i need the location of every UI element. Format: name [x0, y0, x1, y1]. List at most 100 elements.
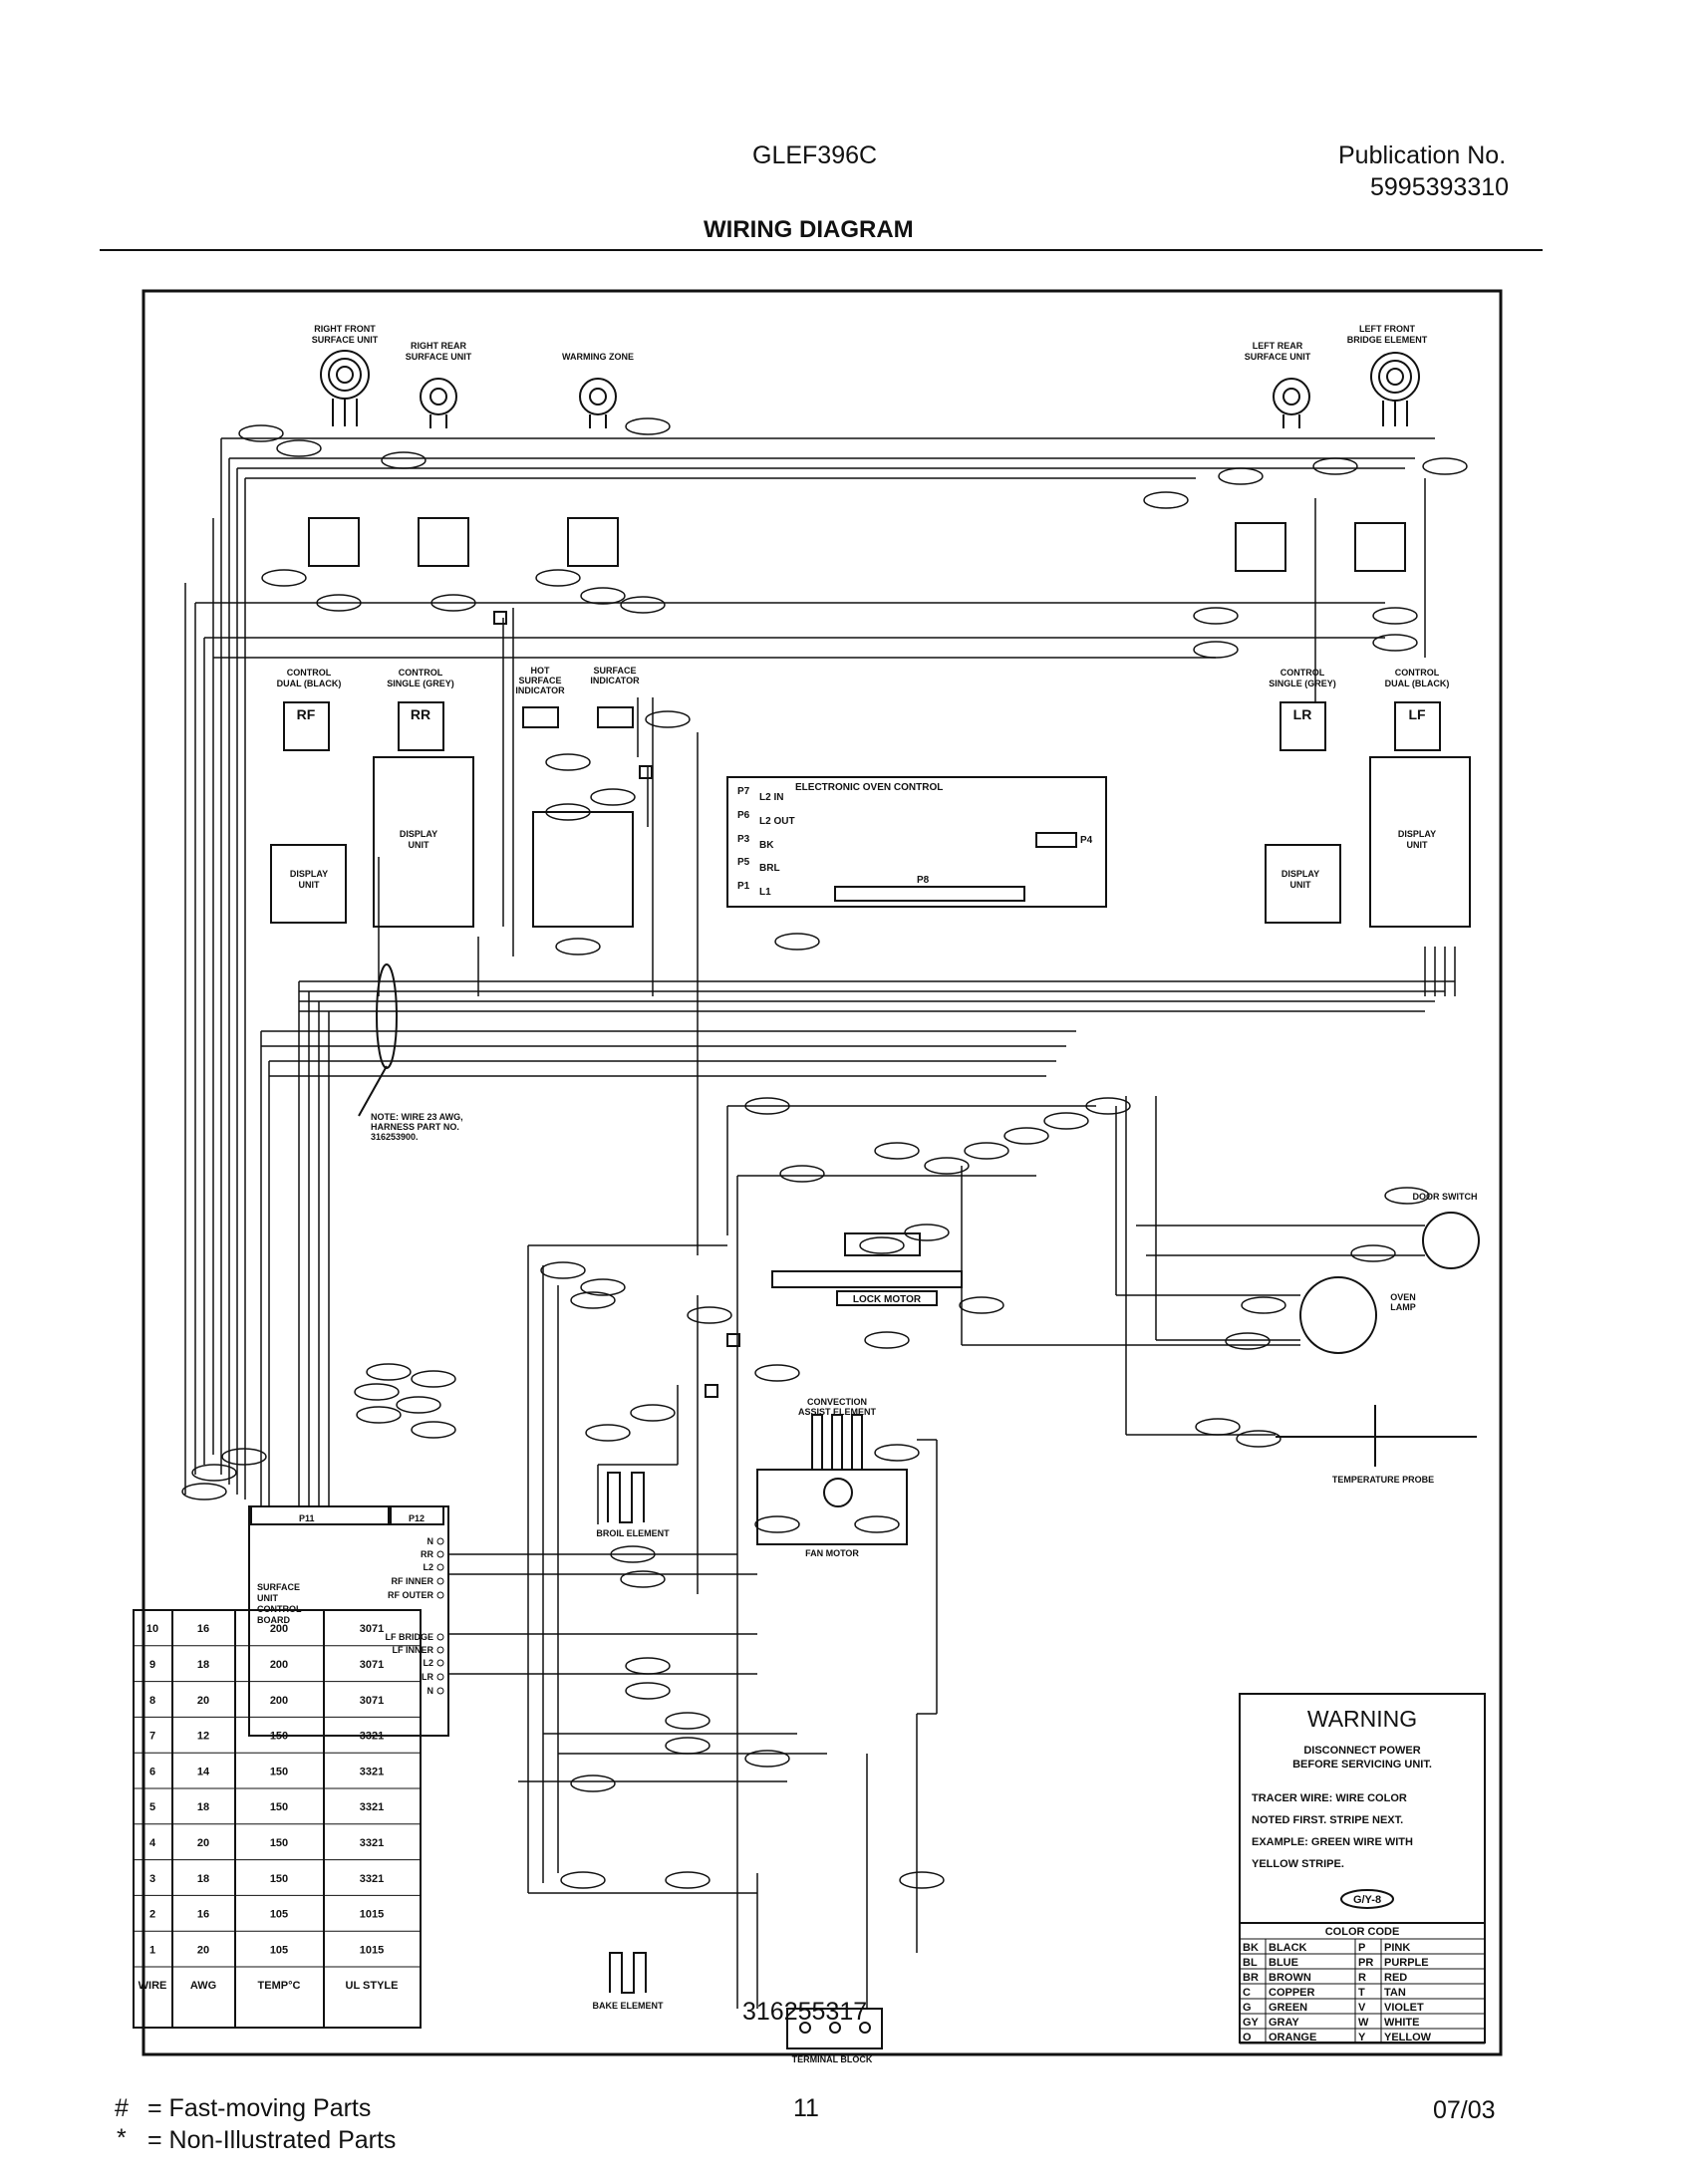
header-rule	[100, 249, 1543, 251]
display-right-small-2: UNIT	[1290, 880, 1311, 890]
left-rear-coil	[1273, 378, 1310, 428]
color-table-cell: GRAY	[1269, 2017, 1299, 2029]
eoc-title: ELECTRONIC OVEN CONTROL	[795, 782, 943, 793]
board-title-3: CONTROL	[257, 1604, 302, 1614]
color-table-cell: Y	[1358, 2032, 1366, 2044]
wire-table-cell: 20	[197, 1695, 209, 1707]
wire-table-cell: 3321	[360, 1873, 384, 1885]
display-unit-right	[1369, 756, 1471, 928]
warning-line-1: DISCONNECT POWER	[1303, 1745, 1420, 1757]
publication-number: 5995393310	[1370, 173, 1510, 201]
right-rear-coil	[420, 378, 457, 428]
diagram-number: 316255317	[742, 1998, 867, 2026]
legend-noni-symbol: *	[117, 2124, 127, 2152]
lock-motor-label: LOCK MOTOR	[853, 1294, 922, 1305]
wire-table-cell: 105	[270, 1909, 288, 1921]
note-line-1: NOTE: WIRE 23 AWG,	[371, 1112, 463, 1122]
bake-element-label: BAKE ELEMENT	[592, 2001, 664, 2011]
wire-table-cell: 105	[270, 1944, 288, 1956]
color-table-cell: GY	[1243, 2017, 1260, 2029]
fan-motor-label: FAN MOTOR	[805, 1548, 859, 1558]
wz-label: WARMING ZONE	[562, 352, 634, 362]
color-table-cell: T	[1358, 1987, 1365, 1999]
board-terminal-pin	[436, 1577, 444, 1585]
color-table-cell: BROWN	[1269, 1972, 1311, 1984]
board-title-2: UNIT	[257, 1593, 278, 1603]
color-table-cell: V	[1358, 2002, 1366, 2014]
wire-table-header: TEMP°C	[258, 1980, 301, 1992]
lr-label-1: LEFT REAR	[1253, 341, 1303, 351]
tracer-line-3: EXAMPLE: GREEN WIRE WITH	[1252, 1836, 1413, 1848]
warming-zone-coil	[579, 378, 617, 428]
convection-2: ASSIST ELEMENT	[798, 1407, 877, 1417]
board-terminal: LR	[422, 1672, 433, 1682]
wire-table-cell: 3321	[360, 1766, 384, 1777]
knob-lf-box	[1394, 701, 1441, 751]
wire-table-cell: 3	[149, 1873, 155, 1885]
door-switch-label: DOOR SWITCH	[1413, 1192, 1478, 1202]
wire-table-cell: 150	[270, 1873, 288, 1885]
fan-motor-box	[756, 1469, 908, 1545]
legend-fast-text: = Fast-moving Parts	[147, 2094, 372, 2122]
model-number: GLEF396C	[752, 141, 878, 169]
eoc-p4-connector	[1035, 832, 1077, 848]
wire-table-cell: 6	[149, 1766, 155, 1777]
rf-switch	[308, 517, 360, 567]
tracer-line-2: NOTED FIRST. STRIPE NEXT.	[1252, 1814, 1403, 1826]
surface-ind-1: SURFACE	[593, 666, 636, 676]
eoc-pin-1: L2 IN	[759, 792, 783, 803]
wire-table-cell: 16	[197, 1909, 209, 1921]
hot-surface-3: INDICATOR	[515, 685, 565, 695]
ctrl-dual-right-1: CONTROL	[1395, 668, 1440, 678]
display-unit-left-label-2: UNIT	[409, 840, 429, 850]
lr-switch	[1235, 522, 1286, 572]
board-terminal: L2	[423, 1658, 433, 1668]
lf-label-2: BRIDGE ELEMENT	[1347, 335, 1428, 345]
color-table-cell: BL	[1243, 1957, 1258, 1969]
wire-table-cell: 150	[270, 1837, 288, 1849]
ctrl-single-left-2: SINGLE (GREY)	[387, 679, 454, 688]
wz-switch	[567, 517, 619, 567]
board-title-1: SURFACE	[257, 1582, 300, 1592]
board-terminal-pin	[436, 1633, 444, 1641]
page-number: 11	[793, 2094, 819, 2122]
color-table-cell: GREEN	[1269, 2002, 1307, 2014]
wire-table-cell: 3321	[360, 1731, 384, 1743]
publication-label: Publication No.	[1338, 141, 1507, 169]
lf-label-1: LEFT FRONT	[1359, 324, 1415, 334]
color-table-cell: YELLOW	[1384, 2032, 1432, 2044]
wire-table-cell: 18	[197, 1801, 209, 1813]
wire-table-cell: 20	[197, 1944, 209, 1956]
color-table-cell: R	[1358, 1972, 1366, 1984]
color-table-cell: G	[1243, 2002, 1252, 2014]
eoc-pin-3: BK	[759, 840, 774, 851]
knob-lf: LF	[1408, 706, 1426, 722]
board-terminal-pin	[436, 1673, 444, 1681]
eoc-p-5: P1	[737, 881, 750, 892]
tracer-line-1: TRACER WIRE: WIRE COLOR	[1252, 1792, 1407, 1804]
board-terminal-pin	[436, 1646, 444, 1654]
eoc-p-2: P6	[737, 810, 750, 821]
diagram-frame	[142, 289, 1503, 2056]
board-p11: P11	[299, 1513, 315, 1523]
wire-table-cell: 7	[149, 1731, 155, 1743]
color-table-cell: COPPER	[1269, 1987, 1315, 1999]
display-unit-left-label-1: DISPLAY	[400, 829, 437, 839]
color-table-cell: WHITE	[1384, 2017, 1419, 2029]
broil-element-label: BROIL ELEMENT	[596, 1528, 670, 1538]
color-table-cell: PR	[1358, 1957, 1373, 1969]
ctrl-single-right-1: CONTROL	[1281, 668, 1325, 678]
wire-table-cell: 3071	[360, 1695, 384, 1707]
wire-table-cell: 3071	[360, 1659, 384, 1671]
display-unit-right-label-2: UNIT	[1407, 840, 1428, 850]
wire-table-header: AWG	[190, 1980, 216, 1992]
board-terminal: LF INNER	[393, 1645, 434, 1655]
ctrl-single-left-1: CONTROL	[399, 668, 443, 678]
example-code: G/Y-8	[1353, 1894, 1381, 1906]
display-unit-left	[373, 756, 474, 928]
tracer-line-4: YELLOW STRIPE.	[1252, 1858, 1344, 1870]
terminal-block	[786, 2008, 883, 2049]
wire-table-cell: 200	[270, 1659, 288, 1671]
board-terminal-pin	[436, 1537, 444, 1545]
color-code-title: COLOR CODE	[1325, 1926, 1400, 1938]
